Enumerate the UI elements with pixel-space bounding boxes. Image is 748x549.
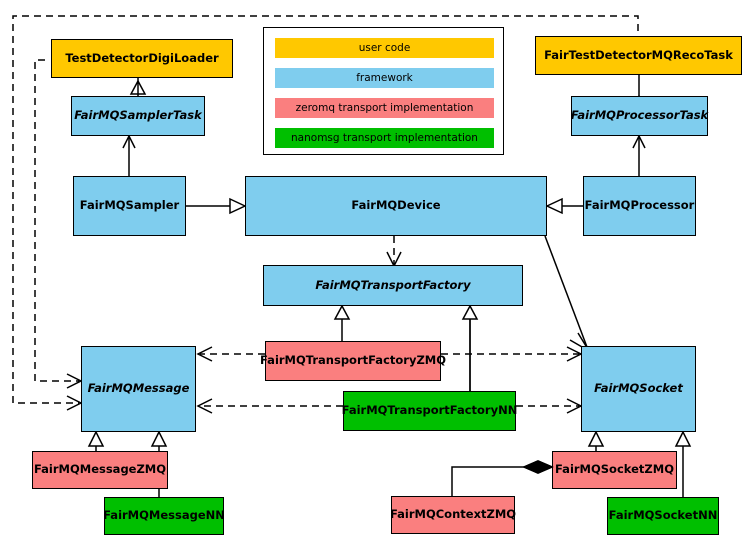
- class-label: FairMQMessageNN: [103, 508, 225, 523]
- legend-label: zeromq transport implementation: [295, 102, 474, 114]
- class-box-fairmq-sampler[interactable]: FairMQSampler: [73, 176, 186, 236]
- class-label: FairMQMessage: [87, 381, 190, 396]
- class-label: FairMQContextZMQ: [389, 507, 517, 522]
- class-box-fairmq-socket[interactable]: FairMQSocket: [581, 346, 696, 432]
- class-label: TestDetectorDigiLoader: [65, 50, 219, 65]
- class-label: FairMQProcessorTask: [570, 108, 709, 123]
- class-box-fairmq-sampler-task[interactable]: FairMQSamplerTask: [71, 96, 205, 136]
- class-box-fairmq-socket-zmq[interactable]: FairMQSocketZMQ: [552, 451, 677, 489]
- class-label: FairMQTransportFactory: [315, 277, 471, 292]
- legend-item-zeromq: zeromq transport implementation: [275, 98, 494, 118]
- class-box-fairmq-device[interactable]: FairMQDevice: [245, 176, 547, 236]
- class-box-fairmq-transport-factory[interactable]: FairMQTransportFactory: [263, 265, 523, 306]
- class-box-fairmq-message-zmq[interactable]: FairMQMessageZMQ: [32, 451, 168, 489]
- legend-item-user-code: user code: [275, 38, 494, 58]
- class-box-fairmq-context-zmq[interactable]: FairMQContextZMQ: [389, 496, 517, 534]
- class-label: FairTestDetectorMQRecoTask: [544, 47, 733, 62]
- class-label: FairMQMessageZMQ: [33, 462, 167, 477]
- class-label: FairMQSampler: [79, 198, 180, 213]
- class-box-fairmq-processor[interactable]: FairMQProcessor: [583, 176, 696, 236]
- class-label: FairMQSamplerTask: [74, 108, 202, 123]
- class-label: FairMQTransportFactoryZMQ: [260, 353, 447, 368]
- class-box-fairmq-processor-task[interactable]: FairMQProcessorTask: [571, 96, 708, 136]
- class-label: FairMQTransportFactoryNN: [341, 403, 518, 418]
- class-box-fairmq-socket-nn[interactable]: FairMQSocketNN: [607, 497, 719, 535]
- class-box-fair-test-detector-mq-reco-task[interactable]: FairTestDetectorMQRecoTask: [535, 36, 742, 75]
- class-label: FairMQDevice: [351, 198, 441, 213]
- class-label: FairMQProcessor: [584, 198, 695, 213]
- class-label: FairMQSocket: [594, 381, 683, 396]
- legend-item-framework: framework: [275, 68, 494, 88]
- legend-label: framework: [356, 72, 413, 84]
- class-box-test-detector-digi-loader[interactable]: TestDetectorDigiLoader: [51, 39, 233, 78]
- class-box-fairmq-transport-factory-nn[interactable]: FairMQTransportFactoryNN: [341, 391, 518, 431]
- legend-label: nanomsg transport implementation: [291, 132, 478, 144]
- legend-panel: user code framework zeromq transport imp…: [263, 27, 504, 155]
- class-box-fairmq-transport-factory-zmq[interactable]: FairMQTransportFactoryZMQ: [260, 341, 446, 381]
- class-label: FairMQSocketNN: [608, 508, 718, 523]
- legend-item-nanomsg: nanomsg transport implementation: [275, 128, 494, 148]
- class-label: FairMQSocketZMQ: [555, 462, 674, 477]
- class-box-fairmq-message[interactable]: FairMQMessage: [81, 346, 196, 432]
- class-box-fairmq-message-nn[interactable]: FairMQMessageNN: [103, 497, 225, 535]
- legend-label: user code: [358, 42, 411, 54]
